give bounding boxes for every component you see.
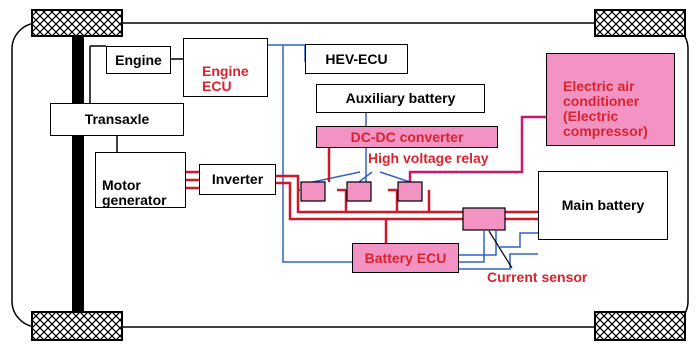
relay-3-icon bbox=[397, 181, 423, 202]
relay-1-icon bbox=[300, 181, 326, 202]
engine-ecu-label: Engine ECU bbox=[202, 63, 249, 94]
relay-2-icon bbox=[346, 181, 372, 202]
wheel-front-right-icon bbox=[594, 9, 686, 37]
transaxle-label: Transaxle bbox=[84, 111, 150, 127]
current-sensor-icon bbox=[462, 207, 506, 231]
inverter-box: Inverter bbox=[199, 164, 276, 195]
hev-ecu-label: HEV-ECU bbox=[325, 50, 388, 67]
drive-axle bbox=[72, 20, 84, 330]
battery-ecu-label: Battery ECU bbox=[364, 249, 447, 266]
mechanical-links bbox=[89, 45, 183, 152]
wheel-front-left-icon bbox=[31, 9, 123, 37]
wheel-rear-left-icon bbox=[31, 311, 123, 341]
inverter-label: Inverter bbox=[211, 171, 264, 187]
dcdc-converter-label: DC-DC converter bbox=[350, 128, 464, 145]
current-sensor-callout: Current sensor bbox=[487, 269, 588, 285]
transaxle-box: Transaxle bbox=[50, 103, 184, 136]
signal-lines bbox=[268, 44, 538, 270]
ac-compressor-line bbox=[408, 115, 546, 182]
motor-generator-box: Motor generator bbox=[95, 152, 186, 208]
high-voltage-lines bbox=[186, 148, 538, 243]
electric-ac-box: Electric air conditioner (Electric compr… bbox=[546, 53, 675, 146]
hev-ecu-box: HEV-ECU bbox=[305, 44, 408, 74]
auxiliary-battery-box: Auxiliary battery bbox=[316, 84, 485, 113]
engine-ecu-box: Engine ECU bbox=[183, 38, 268, 97]
current-sensor-leader bbox=[488, 230, 513, 269]
high-voltage-relay-callout: High voltage relay bbox=[368, 150, 489, 166]
vehicle-chassis-outline bbox=[11, 22, 689, 328]
motor-generator-label: Motor generator bbox=[102, 177, 167, 208]
main-battery-label: Main battery bbox=[561, 197, 645, 213]
auxiliary-battery-label: Auxiliary battery bbox=[345, 90, 456, 106]
engine-label: Engine bbox=[115, 51, 162, 68]
engine-box: Engine bbox=[106, 46, 171, 74]
wheel-rear-right-icon bbox=[594, 311, 686, 341]
electric-ac-label: Electric air conditioner (Electric compr… bbox=[563, 78, 648, 139]
battery-ecu-box: Battery ECU bbox=[352, 243, 459, 273]
main-battery-box: Main battery bbox=[538, 171, 668, 240]
dcdc-converter-box: DC-DC converter bbox=[316, 126, 498, 148]
